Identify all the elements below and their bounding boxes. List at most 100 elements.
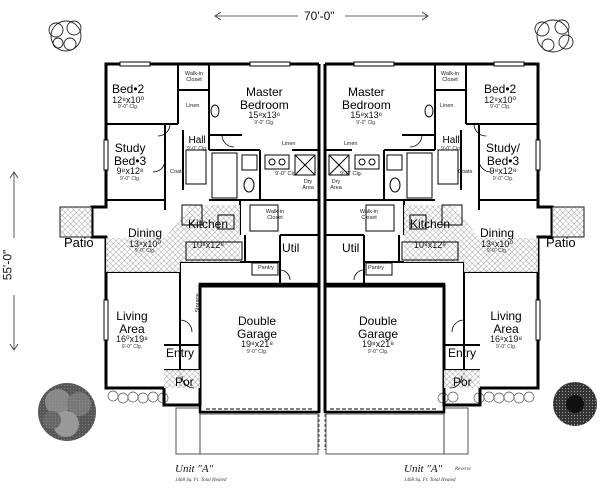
room-name-line1: Double [238,314,277,328]
room-name-line2: Bedroom [342,97,391,112]
room-name: Kitchen [188,217,229,231]
room-living-right: Living Area 16⁸x19⁸ 9'-0" Clg. [490,310,522,350]
room-living-left: Living Area 16⁰x19⁸ 9'-0" Clg. [116,310,148,350]
ceiling-height: 9'-0" Clg. [489,104,511,111]
pantry-right: Pantry [368,265,384,271]
room-name-line2: Garage [237,326,278,341]
room-study-right: Study/ Bed•3 9⁸x12⁸ 9'-0" Clg. [486,142,520,182]
ceiling-height: 9'-0" Clg. [134,248,156,255]
room-dimensions: 16⁸x19⁸ [490,334,523,345]
room-name-line1: Master [348,85,385,99]
room-name: Bed•2 [112,82,145,96]
ceiling-height: 9'-0" Clg. [117,104,139,111]
dry-area-left: Dry Area [302,179,314,191]
room-entry-left: Entry [166,346,195,360]
room-garage-right: Double Garage 19⁸x21⁸ 9'-0" Clg. [358,315,398,355]
room-kitchen-left: Kitchen 10⁸x12⁸ [188,218,228,250]
ceiling-height: 9'-0" Clg. [356,119,377,126]
room-dimensions: 12⁸x10⁰ [484,94,517,105]
overall-depth-dimension [9,171,19,351]
room-name-line2: Garage [358,326,399,341]
room-name-line1: Master [246,85,283,99]
pantry-left: Pantry [258,265,274,271]
room-name: Hall [442,135,460,146]
ceiling-height: 9'-0" Clg. [246,348,268,355]
room-dimensions: 13⁸x10⁰ [481,238,513,249]
kitchen-fixtures [181,204,463,276]
shrubs [107,390,535,404]
room-name-line2: Area [493,321,519,336]
patio-right: Patio [546,235,576,250]
ceiling-height: 9'-0" Clg. [121,343,143,350]
room-master-right: Master Bedroom 15⁸x13⁶ 9'-0" Clg. [342,86,391,126]
overall-depth-label: 55'-0" [0,249,15,281]
room-name: Kitchen [410,217,451,231]
storage-left: Storage [194,293,201,313]
room-name-line1: Study [114,141,146,155]
room-name-line1: Living [490,309,522,323]
room-name-line1: Living [116,309,148,323]
room-porch-right: Por [453,375,472,389]
room-name-line1: Double [359,314,398,328]
room-util-left: Util [282,241,300,255]
room-hall-right: Hall 9'-0" Clg. [441,135,462,152]
dry-area-right: Dry Area [330,179,342,191]
overall-width-dimension [214,11,429,21]
room-porch-left: Por [175,375,194,389]
ceiling-height: 9'-0" Clg. [486,248,508,255]
tree-top-left [48,20,82,52]
room-util-right: Util [342,241,360,255]
room-name: Bed•2 [484,82,517,96]
unit-caption-right-suffix: Reverse [455,467,471,472]
room-study-left: Study Bed•3 9⁸x12⁸ 9'-0" Clg. [114,142,146,182]
windows [103,61,541,341]
tree-bottom-right [553,382,597,426]
ceiling-height: 9'-0" Clg. [119,175,141,182]
room-name-line2: Bedroom [240,97,289,112]
tree-top-right [534,19,574,53]
unit-sqft-left: 1468 Sq. Ft. Total Heated [175,478,227,483]
ceiling-height: 9'-0" Clg. [367,348,389,355]
unit-caption-left: Unit "A" [175,463,214,475]
room-entry-right: Entry [448,346,477,360]
room-bed2-right: Bed•2 12⁸x10⁰ 9'-0" Clg. [484,83,516,110]
ceiling-note-left: 9'-0" Clg. [275,171,298,177]
room-dimensions: 9⁸x12⁸ [489,166,517,177]
room-name: Hall [188,135,206,146]
room-dimensions: 9⁸x12⁸ [116,166,144,177]
room-name: Dining [128,226,163,240]
walk-in-closet-2-left: Walk-in Closet [265,209,285,221]
room-dimensions: 19⁸x21⁸ [361,339,395,350]
ceiling-note-right: 9'-0" Clg. [340,171,363,177]
room-name-line2: Area [119,321,145,336]
room-name-line2: Bed•3 [486,153,520,168]
ceiling-height: 9'-0" Clg. [492,175,514,182]
ceiling-height: 9'-0" Clg. [254,119,275,126]
room-dining-right: Dining 13⁸x10⁰ 9'-0" Clg. [480,227,514,254]
overall-width-label: 70'-0" [304,9,335,23]
room-name-line1: Study/ [486,141,521,155]
ceiling-height: 9'-0" Clg. [441,145,462,152]
walk-in-closet-right: Walk-in Closet [440,71,460,83]
coats-left: Coats [170,169,185,175]
walk-in-closet-2-right: Walk-in Closet [359,209,379,221]
ceiling-height: 9'-0" Clg. [495,343,517,350]
room-dimensions: 12⁸x10⁰ [112,94,145,105]
garage-walls [198,282,446,414]
room-dimensions: 16⁰x19⁸ [116,334,148,345]
door-swings [152,123,492,389]
room-name-line2: Bed•3 [114,153,147,168]
room-kitchen-right: Kitchen 10⁸x12⁸ [410,218,450,250]
linen-right: Linen [440,103,454,109]
room-hall-left: Hall 9'-0" Clg. [187,135,207,152]
linen-2-left: Linen [282,141,296,147]
linen-left: Linen [186,103,200,109]
driveway [175,407,469,455]
linen-2-right: Linen [344,141,358,147]
room-dimensions: 13⁸x10⁰ [129,238,161,249]
walk-in-closet-left: Walk-in Closet [184,71,204,83]
room-dimensions: 10⁸x12⁸ [413,239,447,250]
room-dimensions: 15⁸x13⁶ [248,110,281,121]
coats-right: Coats [458,169,473,175]
